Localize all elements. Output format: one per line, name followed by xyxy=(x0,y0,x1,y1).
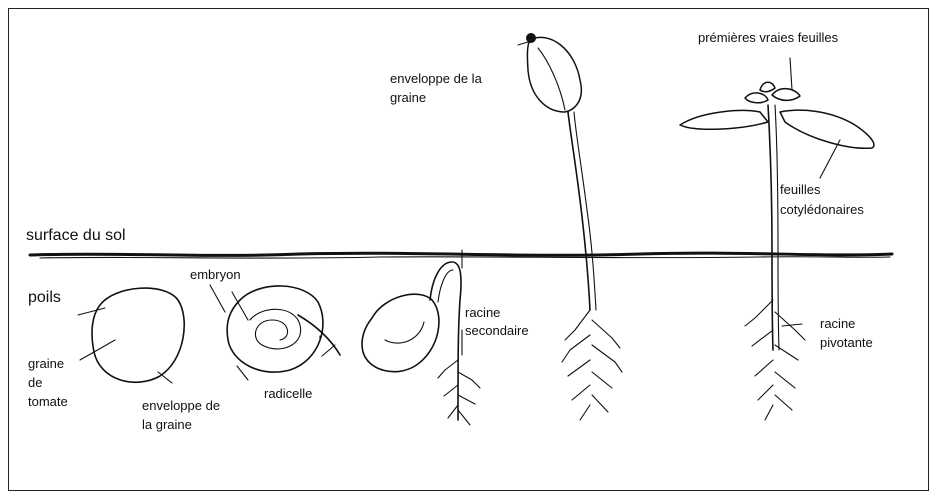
seed-stage-2 xyxy=(227,286,340,380)
label-enveloppe-graine-top-2: graine xyxy=(390,90,426,106)
label-racine-pivotante-2: pivotante xyxy=(820,335,873,351)
label-embryon: embryon xyxy=(190,267,241,283)
label-feuilles-cotyledonaires-2: cotylédonaires xyxy=(780,202,864,218)
label-radicelle: radicelle xyxy=(264,386,312,402)
label-racine-secondaire-2: secondaire xyxy=(465,323,529,339)
label-graine-de-tomate-1: graine xyxy=(28,356,64,372)
seedling-stage-5 xyxy=(680,82,874,420)
label-graine-de-tomate-3: tomate xyxy=(28,394,68,410)
label-graine-de-tomate-2: de xyxy=(28,375,42,391)
label-racine-secondaire-1: racine xyxy=(465,305,500,321)
seedling-stage-4 xyxy=(518,33,622,420)
soil-surface-line xyxy=(30,253,892,258)
label-enveloppe-graine-bottom-1: enveloppe de xyxy=(142,398,220,414)
label-racine-pivotante-1: racine xyxy=(820,316,855,332)
label-enveloppe-graine-bottom-2: la graine xyxy=(142,417,192,433)
label-poils: poils xyxy=(28,289,61,307)
label-surface-du-sol: surface du sol xyxy=(26,227,126,245)
label-premieres-vraies-feuilles: prémières vraies feuilles xyxy=(698,30,838,46)
label-feuilles-cotyledonaires-1: feuilles xyxy=(780,182,820,198)
seed-stage-1 xyxy=(78,288,184,383)
label-enveloppe-graine-top-1: enveloppe de la xyxy=(390,71,482,87)
leader-lines xyxy=(210,58,840,355)
